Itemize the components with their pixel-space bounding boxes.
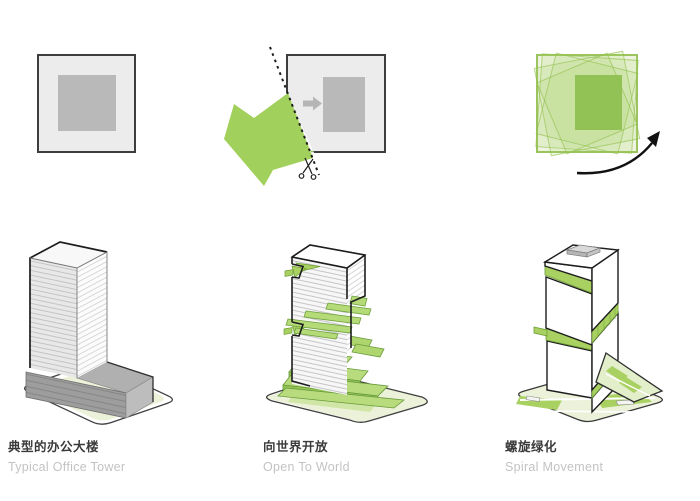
tower-outline [291, 244, 366, 387]
tower-right-face [77, 252, 107, 378]
caption-spiral-en: Spiral Movement [505, 459, 604, 474]
caption-spiral: 螺旋绿化 Spiral Movement [505, 441, 700, 473]
podium [25, 361, 154, 419]
spiral-ramp [595, 351, 664, 403]
tower-right-face [347, 255, 365, 354]
tower-left-face [30, 258, 77, 378]
box-middle [545, 275, 619, 392]
caption-open: 向世界开放 Open To World [263, 441, 483, 473]
plan-core [58, 75, 116, 131]
spiral-slabs [285, 295, 372, 340]
tower-shaft [28, 241, 109, 378]
tower-open [265, 244, 428, 423]
caption-open-zh: 向世界开放 [263, 440, 329, 454]
caption-typical: 典型的办公大楼 Typical Office Tower [8, 441, 228, 473]
box-bottom [546, 340, 619, 414]
tower-typical [23, 241, 174, 425]
cut-line [269, 46, 320, 176]
roof-slab [565, 244, 602, 258]
plan-cut-open [224, 46, 386, 186]
plan-core [575, 75, 622, 130]
caption-typical-zh: 典型的办公大楼 [8, 440, 100, 454]
plan-core [323, 77, 365, 132]
caption-typical-en: Typical Office Tower [8, 459, 126, 474]
tower-spiral [516, 244, 664, 423]
plan-typical [37, 54, 136, 153]
tower-shaft [283, 244, 372, 395]
open-arrow-icon [224, 93, 313, 186]
rotation-arrow-icon [576, 131, 660, 175]
core-arrow-icon [303, 96, 322, 111]
scissors-icon [298, 157, 317, 180]
caption-spiral-zh: 螺旋绿化 [505, 440, 558, 454]
caption-open-en: Open To World [263, 459, 350, 474]
plan-spiral [533, 50, 660, 175]
